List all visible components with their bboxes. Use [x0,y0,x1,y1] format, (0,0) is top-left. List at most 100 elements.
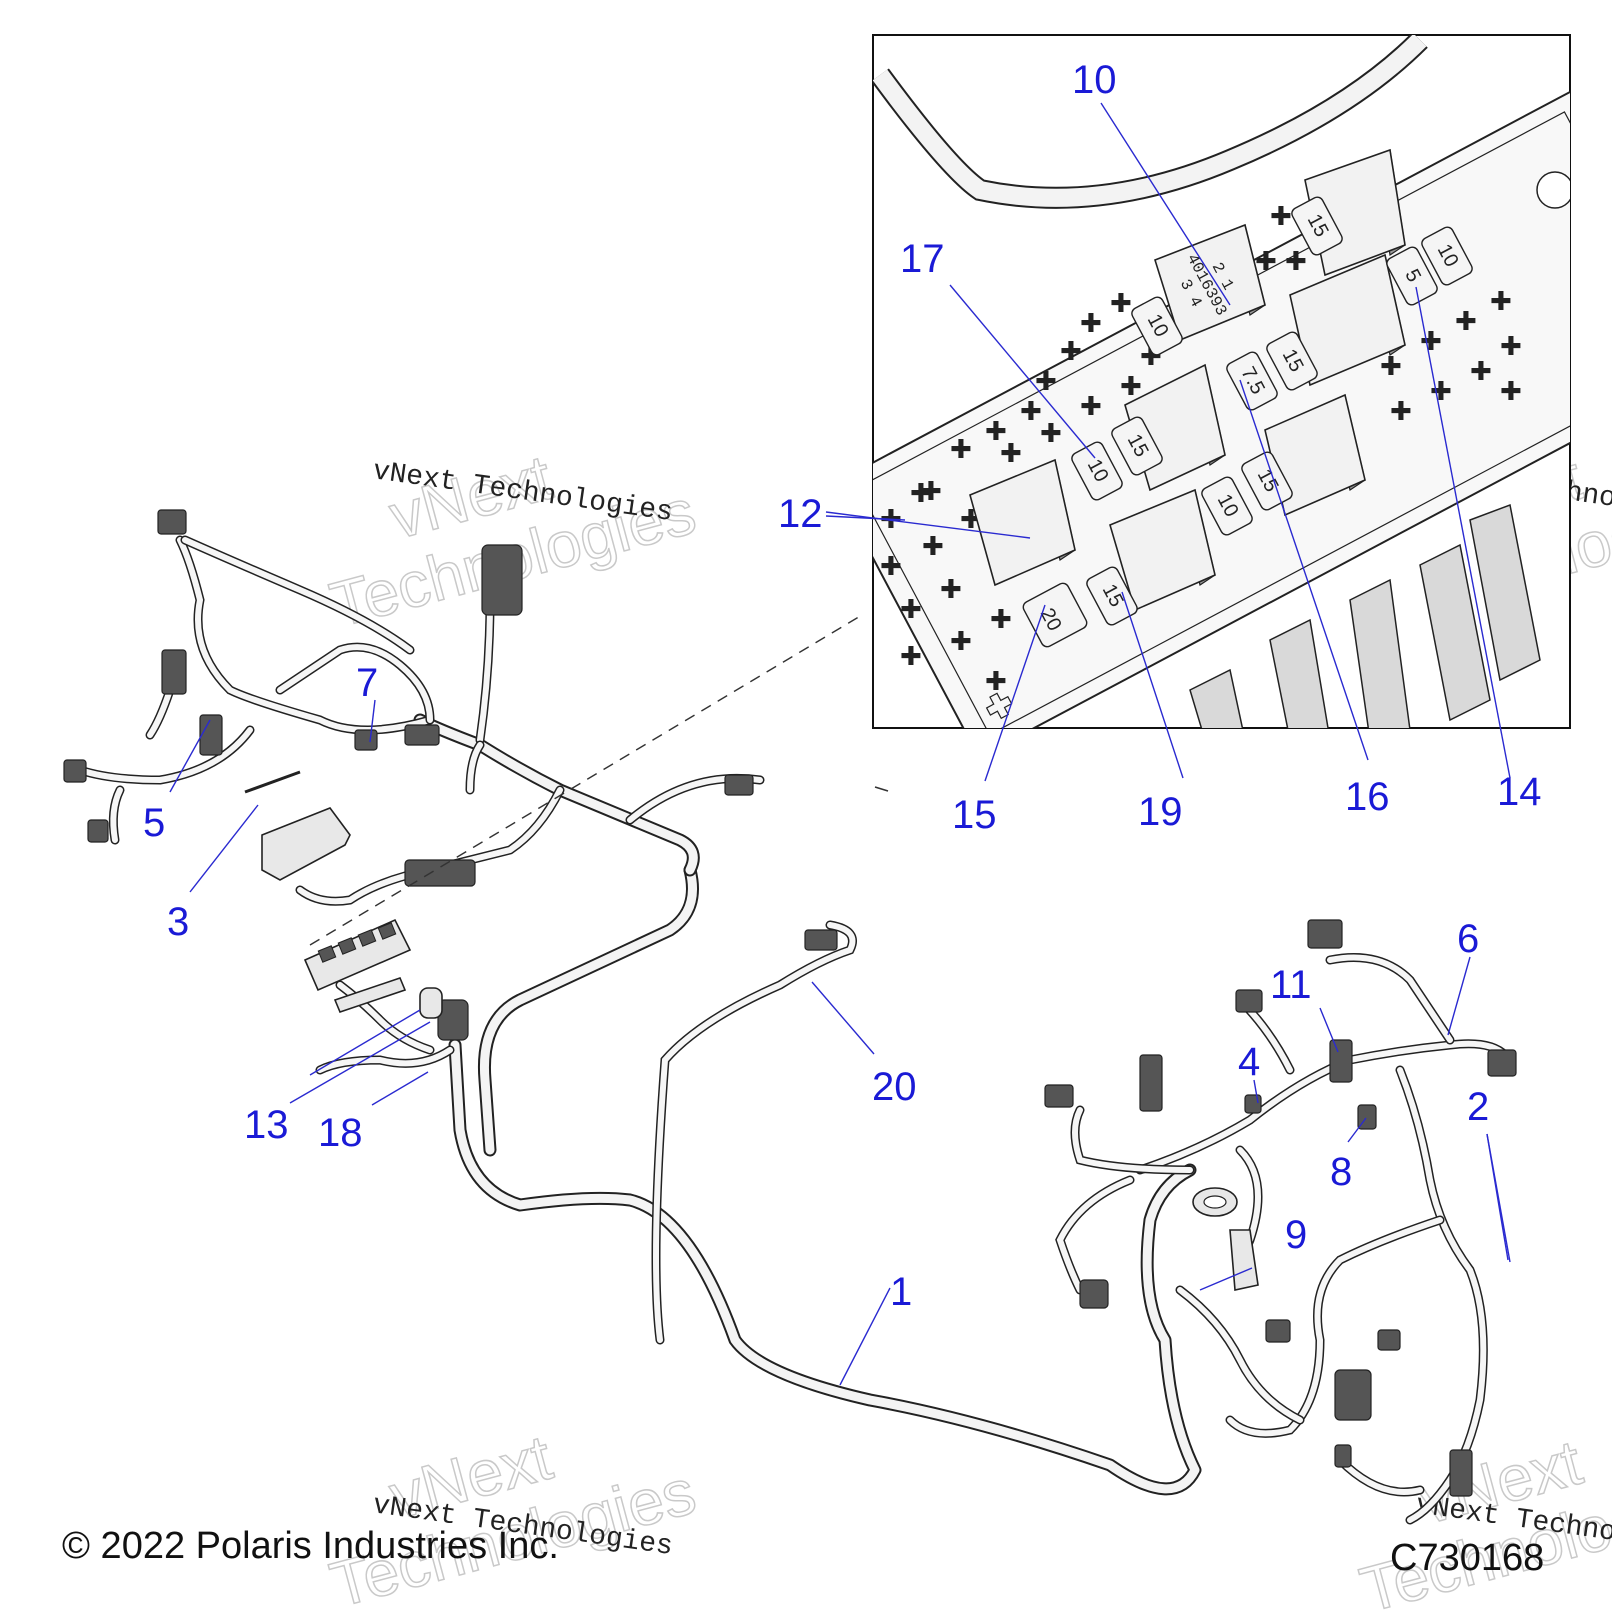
svg-text:✚: ✚ [1255,247,1277,277]
callout-12: 12 [778,492,823,536]
svg-text:✚: ✚ [985,417,1007,447]
connector-part [1307,919,1343,949]
connector-part [1244,1094,1262,1114]
connector-part [481,544,523,616]
svg-text:✚: ✚ [1020,397,1042,427]
detail-projection-line [309,614,863,946]
small-parts [244,770,443,1019]
fuse-part: 10 [1071,441,1123,501]
callout-20: 20 [872,1065,917,1109]
svg-text:✚: ✚ [1080,392,1102,422]
svg-text:✚: ✚ [920,477,942,507]
svg-text:✚: ✚ [1060,337,1082,367]
fuse-part: 5 [1386,246,1438,306]
svg-text:✚: ✚ [1490,287,1512,317]
callout-labels: 1 2 3 4 5 6 7 8 9 10 11 12 13 14 15 16 1… [143,58,1542,1314]
connector-part [1377,1329,1401,1351]
callout-17: 17 [900,237,945,281]
callout-11: 11 [1270,963,1312,1007]
connector-part [1265,1319,1291,1343]
callout-14: 14 [1497,770,1542,814]
svg-text:✚: ✚ [950,435,972,465]
connector-part [1044,1084,1074,1108]
callout-5: 5 [143,801,165,845]
callout-3: 3 [167,900,189,944]
svg-text:✚: ✚ [1430,377,1452,407]
callout-19: 19 [1138,790,1183,834]
svg-text:✚: ✚ [910,479,932,509]
callout-6: 6 [1457,917,1479,961]
fuse-part: 10 [1131,296,1183,356]
marked-relay-part: 2 1 4016393 3 4 [1154,223,1266,342]
connector-part [1334,1369,1372,1421]
callout-2: 2 [1467,1085,1489,1129]
connector-part [404,724,440,746]
circuit-breaker-part [419,987,443,1019]
connector-part [354,729,378,751]
connector-part [804,929,838,951]
svg-text:✚: ✚ [1120,372,1142,402]
connector-part [87,819,109,843]
fuse-part: 15 [1111,416,1163,476]
fuse-box-cover-part [261,807,351,881]
svg-text:✚: ✚ [985,667,1007,697]
svg-text:✚: ✚ [900,595,922,625]
svg-text:✚: ✚ [1500,332,1522,362]
fuse-part: 10 [1421,226,1473,286]
svg-text:✚: ✚ [1080,309,1102,339]
terminal-strip-part [333,977,407,1013]
svg-text:✚: ✚ [1035,367,1057,397]
connector-part [1329,1039,1353,1083]
svg-text:✚: ✚ [1270,202,1292,232]
strap-part [244,770,301,794]
connectors [63,509,1517,1497]
callout-4: 4 [1238,1040,1260,1084]
fuse-part: 10 [1201,476,1253,536]
leader-lines [169,102,1511,1386]
callout-8: 8 [1330,1150,1352,1194]
rear-wiring-harness [1055,953,1510,1525]
svg-text:✚: ✚ [940,575,962,605]
fuse-part: 15 [1291,196,1343,256]
svg-text:✚: ✚ [1470,357,1492,387]
connector-part [1139,1054,1163,1112]
svg-text:✚: ✚ [1000,439,1022,469]
relay-part [1264,393,1366,517]
svg-text:✚: ✚ [1500,377,1522,407]
svg-text:✚: ✚ [990,605,1012,635]
connector-part [1235,989,1263,1013]
copyright-text: © 2022 Polaris Industries Inc. [62,1525,559,1567]
svg-text:✚: ✚ [1040,419,1062,449]
fuse-relay-detail-inset: ✚✚ ✚✚✚ ✚✚✚ ✚✚✚ ✚✚✚ ✚✚✚ ✚✚✚ ✚✚✚ ✚✚✚ ✚✚✚ ✚… [872,34,1571,729]
drawing-id: C730168 [1390,1537,1544,1579]
connector-part [1079,1279,1109,1309]
connector-part [724,774,754,796]
connector-part [157,509,187,535]
callout-10: 10 [1072,58,1117,102]
callout-15: 15 [952,793,997,837]
svg-text:✚: ✚ [1380,352,1402,382]
svg-text:✚: ✚ [950,627,972,657]
svg-text:✚: ✚ [1285,247,1307,277]
relays: 2 1 4016393 3 4 [969,148,1406,612]
svg-text:✚: ✚ [1110,289,1132,319]
connector-part [1449,1449,1473,1497]
fuses: 10 15 10 5 15 [1022,196,1473,648]
callout-1: 1 [890,1270,912,1314]
svg-text:✚: ✚ [1390,397,1412,427]
connector-part [437,999,469,1041]
callout-18: 18 [318,1111,363,1155]
fuse-part: 15 [1266,331,1318,391]
callout-7: 7 [356,661,378,705]
relay-part [969,458,1076,587]
inset-connectors [1189,503,1541,728]
svg-text:✚: ✚ [1420,327,1442,357]
callout-16: 16 [1345,775,1390,819]
callout-13: 13 [244,1103,289,1147]
connector-part [404,859,476,887]
callout-9: 9 [1285,1213,1307,1257]
fuse-part: 7.5 [1226,351,1278,411]
connector-part [63,759,87,783]
connector-part [1487,1049,1517,1077]
